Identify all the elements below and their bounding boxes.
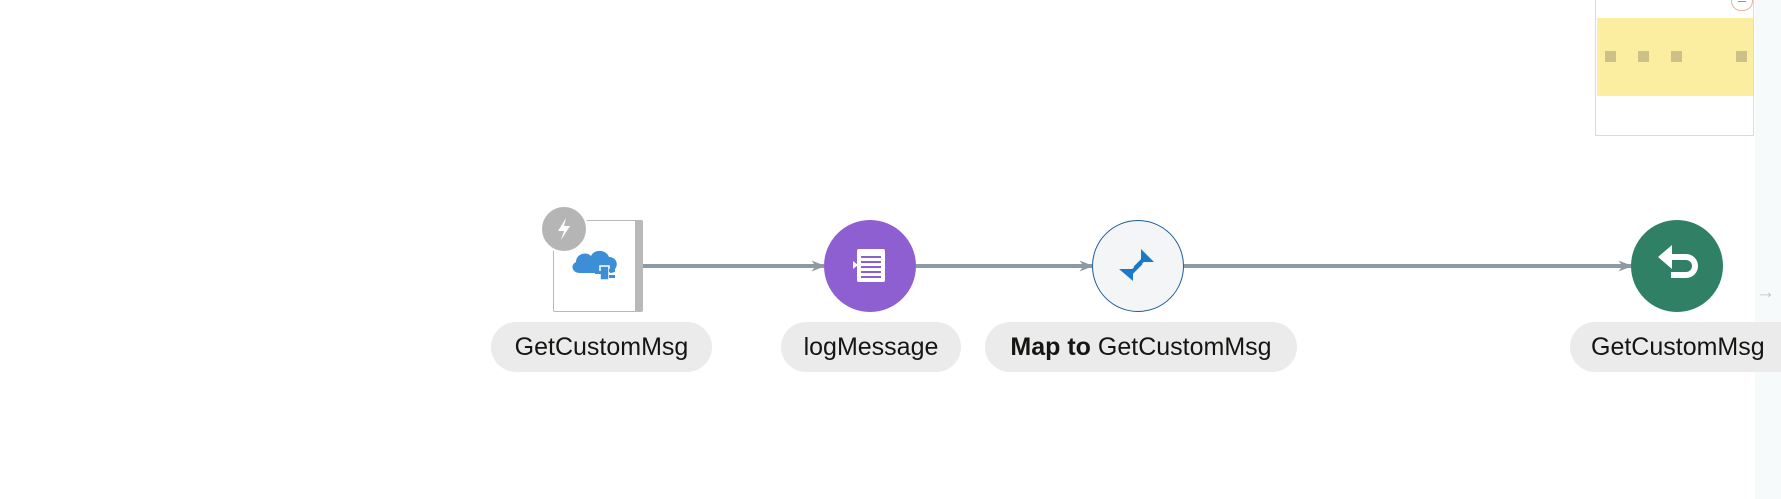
- minimap-viewport[interactable]: [1597, 18, 1753, 96]
- return-arrow-icon: [1658, 245, 1698, 278]
- log-node[interactable]: [824, 220, 916, 312]
- trigger-node-label-text: GetCustomMsg: [514, 333, 689, 361]
- minimap-panel[interactable]: [1595, 0, 1754, 136]
- trigger-badge: [540, 205, 588, 253]
- collapse-icon[interactable]: [1731, 0, 1753, 11]
- return-node-label-text: GetCustomMsg: [1591, 333, 1765, 361]
- cloud-plug-icon: [572, 250, 617, 281]
- canvas-right-rail: [1755, 0, 1781, 499]
- lightning-icon: [558, 218, 570, 240]
- map-arrows-icon: [1119, 249, 1154, 281]
- map-node-label-text: GetCustomMsg: [1097, 333, 1272, 361]
- return-node-label[interactable]: GetCustomMsg: [1570, 322, 1781, 372]
- minimap-node: [1736, 51, 1747, 62]
- log-document-icon: [853, 249, 885, 282]
- map-node-label[interactable]: Map to GetCustomMsg: [985, 322, 1297, 372]
- trigger-node-label[interactable]: GetCustomMsg: [491, 322, 712, 372]
- log-node-label[interactable]: logMessage: [781, 322, 961, 372]
- map-node[interactable]: [1092, 220, 1184, 312]
- map-node-label-prefix: Map to: [1010, 333, 1091, 361]
- right-arrow-icon: →: [1756, 282, 1775, 303]
- minimap-node: [1671, 51, 1682, 62]
- return-node[interactable]: [1631, 220, 1723, 312]
- minimap-node: [1638, 51, 1649, 62]
- minimap-node: [1605, 51, 1616, 62]
- log-node-label-text: logMessage: [803, 333, 939, 361]
